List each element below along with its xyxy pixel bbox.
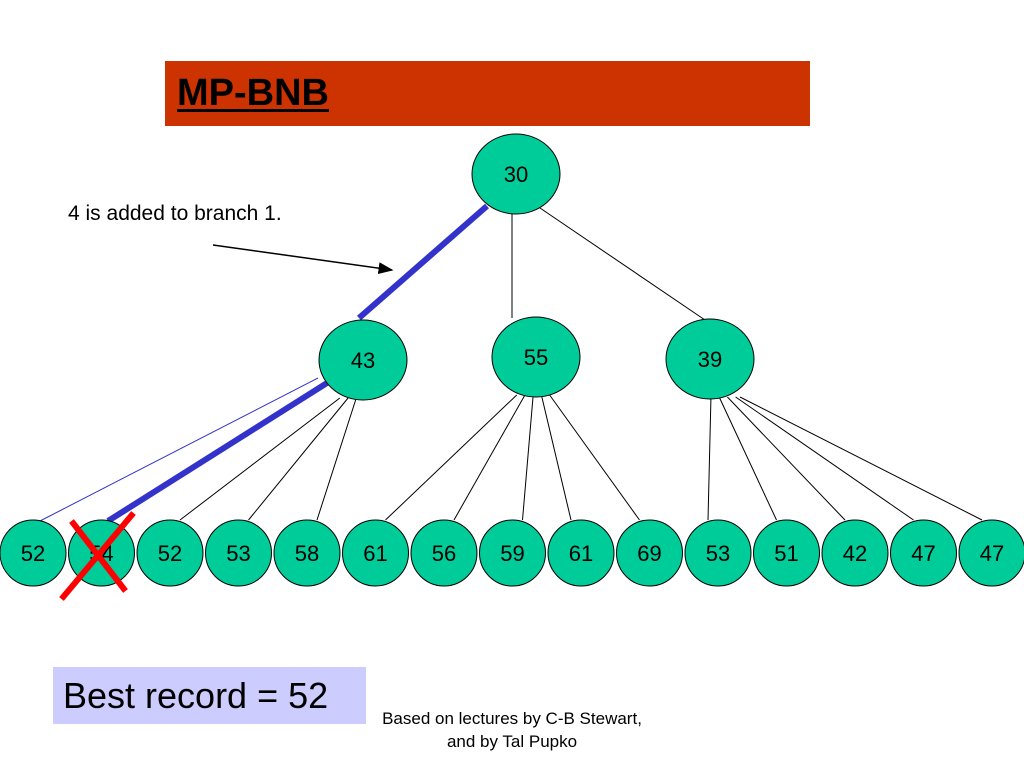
leaf-node-12-circle xyxy=(821,519,889,587)
leaf-node-11-label: 51 xyxy=(774,541,798,566)
node-b3-circle xyxy=(665,318,755,400)
edge-b2-leaf-7 xyxy=(522,394,534,521)
node-b2-circle xyxy=(491,316,581,398)
edge-b2-leaf-6 xyxy=(453,394,526,521)
leaf-node-10: 53 xyxy=(684,519,752,587)
leaf-node-12: 42 xyxy=(821,519,889,587)
edge-b3-leaf-12 xyxy=(727,396,846,521)
edge-b2-leaf-5 xyxy=(385,394,518,521)
leaf-node-9-circle xyxy=(616,519,683,587)
leaf-node-14-circle xyxy=(958,519,1024,587)
node-b2: 55 xyxy=(491,316,581,398)
footer-credit: Based on lectures by C-B Stewart, and by… xyxy=(362,707,662,753)
leaf-node-0-label: 52 xyxy=(21,541,45,566)
leaf-node-2-circle xyxy=(136,519,204,587)
leaf-node-13-circle xyxy=(890,519,957,587)
node-b2-label: 55 xyxy=(524,345,548,370)
edge-b1-leaf-3 xyxy=(248,397,349,521)
node-b3: 39 xyxy=(665,318,755,400)
annotation-text: 4 is added to branch 1. xyxy=(68,202,282,225)
edge-b1-leaf-4 xyxy=(316,397,357,521)
leaf-node-5: 61 xyxy=(342,519,409,587)
leaf-node-14: 47 xyxy=(958,519,1024,587)
leaf-node-9: 69 xyxy=(616,519,683,587)
title-bar: MP-BNB xyxy=(165,61,810,126)
leaf-node-11-circle xyxy=(753,519,820,587)
edge-b3-leaf-10 xyxy=(707,396,712,521)
leaf-node-6-circle xyxy=(410,519,478,587)
edge-b2-leaf-8 xyxy=(540,394,572,521)
leaf-node-3: 53 xyxy=(205,519,272,587)
leaf-node-8-circle xyxy=(547,519,615,587)
best-record-box: Best record = 52 xyxy=(53,667,366,724)
leaf-node-8-label: 61 xyxy=(569,541,593,566)
edge-b1-leaf-0 xyxy=(39,377,319,522)
leaf-node-10-label: 53 xyxy=(706,541,730,566)
edge-b1-leaf-1-highlighted xyxy=(106,380,329,524)
leaf-node-10-circle xyxy=(684,519,752,587)
edge-b3-leaf-14 xyxy=(739,396,983,521)
footer-line-2: and by Tal Pupko xyxy=(446,732,578,751)
edge-b3-leaf-13 xyxy=(735,396,914,521)
leaf-node-6: 56 xyxy=(410,519,478,587)
leaf-node-3-label: 53 xyxy=(226,541,250,566)
node-root-label: 30 xyxy=(504,162,528,187)
leaf-node-4: 58 xyxy=(273,519,341,587)
leaf-node-13-label: 47 xyxy=(911,541,935,566)
best-record-text: Best record = 52 xyxy=(63,675,329,716)
edge-b3-leaf-11 xyxy=(718,396,777,521)
annotation-arrow xyxy=(212,244,394,275)
leaf-node-8: 61 xyxy=(547,519,615,587)
node-b3-label: 39 xyxy=(698,347,722,372)
leaf-node-5-label: 61 xyxy=(363,541,387,566)
prune-stroke-2 xyxy=(59,511,136,601)
node-b1-circle xyxy=(318,319,408,401)
edge-b1-leaf-2 xyxy=(179,397,341,521)
leaf-node-7-circle xyxy=(479,519,546,587)
leaf-node-13: 47 xyxy=(890,519,957,587)
prune-x-mark xyxy=(59,511,136,601)
node-b1: 43 xyxy=(318,319,408,401)
slide-title: MP-BNB xyxy=(177,72,329,114)
leaf-node-4-circle xyxy=(273,519,341,587)
leaf-node-7: 59 xyxy=(479,519,546,587)
leaf-node-4-label: 58 xyxy=(295,541,319,566)
leaf-node-7-label: 59 xyxy=(500,541,524,566)
edge-b2-leaf-9 xyxy=(549,394,640,521)
leaf-node-2: 52 xyxy=(136,519,204,587)
leaf-node-0-circle xyxy=(0,519,67,587)
leaf-node-2-label: 52 xyxy=(158,541,182,566)
leaf-node-12-label: 42 xyxy=(843,541,867,566)
node-b1-label: 43 xyxy=(351,348,375,373)
edge-root-b1-highlighted xyxy=(357,203,489,321)
leaf-node-9-label: 69 xyxy=(637,541,661,566)
leaf-node-0: 52 xyxy=(0,519,67,587)
node-root-circle xyxy=(471,133,561,215)
leaf-node-11: 51 xyxy=(753,519,820,587)
footer-line-1: Based on lectures by C-B Stewart, xyxy=(382,709,642,728)
edge-root-b3 xyxy=(539,207,706,321)
node-root: 30 xyxy=(471,133,561,215)
leaf-node-14-label: 47 xyxy=(980,541,1004,566)
leaf-node-6-label: 56 xyxy=(432,541,456,566)
leaf-node-5-circle xyxy=(342,519,409,587)
leaf-node-3-circle xyxy=(205,519,272,587)
